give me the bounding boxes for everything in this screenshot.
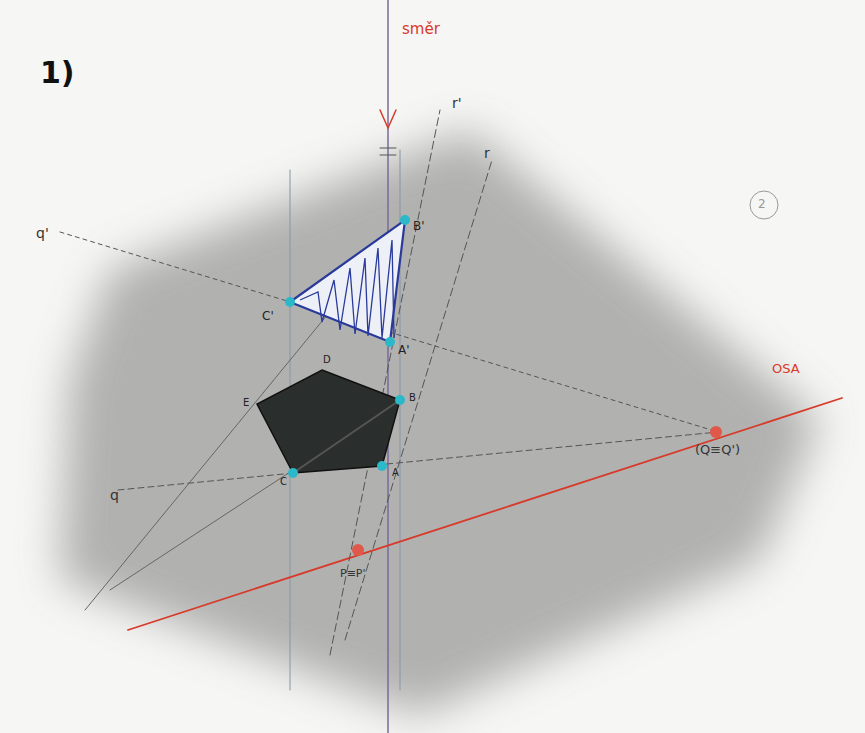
- point: [395, 395, 405, 405]
- scan-shadow: [60, 130, 820, 715]
- axis-label: OSA: [772, 362, 800, 375]
- construction-lines: [60, 0, 842, 733]
- tick: [380, 148, 396, 149]
- vertex-name: C: [280, 477, 287, 487]
- vertex-name: E: [243, 398, 249, 408]
- line-name: q': [36, 226, 49, 240]
- point-name: C': [262, 310, 274, 322]
- vertex-name: A: [392, 468, 399, 478]
- triangle-image: [290, 220, 405, 342]
- point-name: (Q≡Q'): [695, 443, 740, 456]
- line-name: r: [484, 146, 490, 160]
- point-name: B': [413, 220, 425, 232]
- problem-number: 1): [40, 58, 75, 88]
- helper-line: [110, 400, 400, 590]
- axis-point: [352, 544, 364, 556]
- line-name: q: [110, 488, 119, 502]
- points: [285, 215, 410, 478]
- line-name: r': [452, 96, 462, 110]
- direction-arrow: [380, 110, 396, 128]
- pentagon: [257, 370, 400, 473]
- point-name: A': [398, 344, 410, 356]
- page-number: 2: [758, 198, 766, 210]
- point: [285, 297, 295, 307]
- point-name: P≡P': [340, 568, 366, 579]
- diagonal: [293, 400, 400, 473]
- direction-label: směr: [402, 22, 440, 37]
- hatching: [300, 240, 394, 338]
- vertex-name: D: [323, 355, 331, 365]
- helper-line: [85, 220, 405, 610]
- tick: [380, 155, 396, 156]
- vertex-name: B: [409, 393, 416, 403]
- page-number-ring: [750, 191, 778, 219]
- point: [385, 337, 395, 347]
- point: [288, 468, 298, 478]
- axis-point: [710, 426, 722, 438]
- line-q: [118, 432, 718, 490]
- point: [377, 461, 387, 471]
- point: [400, 215, 410, 225]
- affinity-axis: [128, 398, 842, 630]
